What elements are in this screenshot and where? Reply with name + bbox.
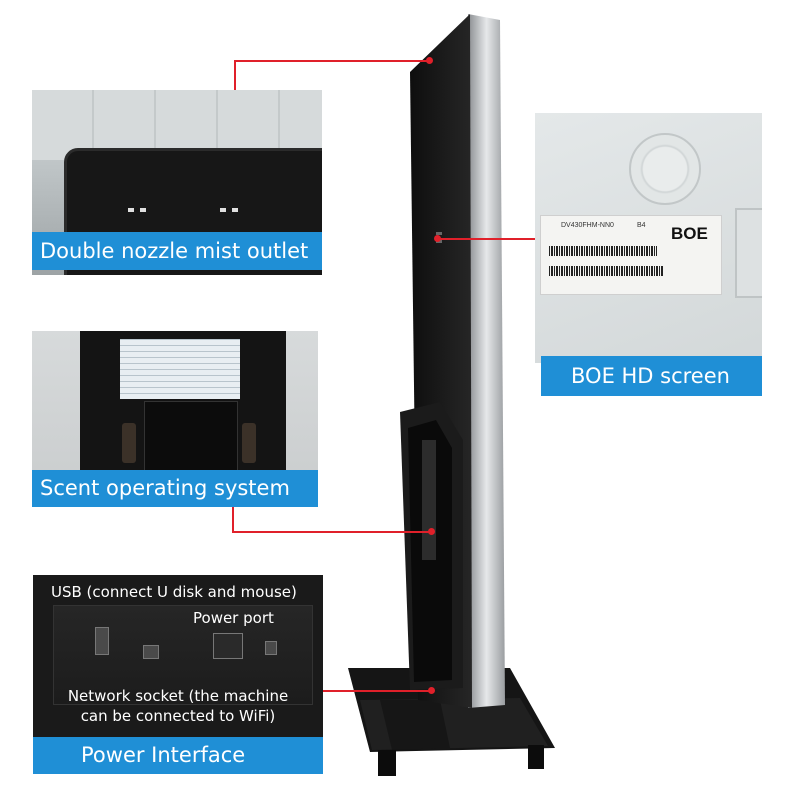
- caption-power-interface: Power Interface: [33, 737, 323, 774]
- caption-boe-screen: BOE HD screen: [541, 356, 762, 396]
- power-interface-photo: USB (connect U disk and mouse) Power por…: [33, 575, 323, 737]
- kiosk-silver-bezel: [468, 14, 505, 708]
- boe-screen-photo: DV430FHM-NN0 B4 BOE: [535, 113, 762, 363]
- label-power-port: Power port: [193, 609, 274, 627]
- kiosk-screen-back: [410, 14, 472, 708]
- leader-power-dot: [428, 687, 435, 694]
- label-network-line2: can be connected to WiFi): [80, 707, 276, 725]
- leader-scent-h: [232, 531, 432, 533]
- kiosk-base: [348, 668, 555, 752]
- boe-model: DV430FHM-NN0: [561, 222, 614, 229]
- leader-mist-v: [234, 60, 236, 90]
- boe-rev: B4: [637, 222, 646, 229]
- label-usb: USB (connect U disk and mouse): [51, 583, 297, 601]
- power-switch: [265, 641, 277, 655]
- caption-scent-system: Scent operating system: [32, 470, 318, 507]
- usb-port: [95, 627, 109, 655]
- leader-mist-h: [234, 60, 430, 62]
- leader-scent-dot: [428, 528, 435, 535]
- leader-power-h: [323, 690, 431, 692]
- leader-boe-dot: [434, 235, 441, 242]
- power-port: [213, 633, 243, 659]
- network-port: [143, 645, 159, 659]
- boe-spec-label: DV430FHM-NN0 B4 BOE: [540, 215, 722, 295]
- label-network-line1: Network socket (the machine: [67, 687, 289, 705]
- circuit-board: [120, 339, 240, 399]
- leader-boe-h: [438, 238, 536, 240]
- kiosk-scent-frame: [400, 402, 463, 690]
- boe-logo: BOE: [671, 224, 708, 243]
- leader-mist-dot: [426, 57, 433, 64]
- mount-circle: [629, 133, 701, 205]
- caption-mist-outlet: Double nozzle mist outlet: [32, 232, 322, 270]
- leader-scent-v: [232, 507, 234, 532]
- scent-unit-box: [144, 401, 238, 471]
